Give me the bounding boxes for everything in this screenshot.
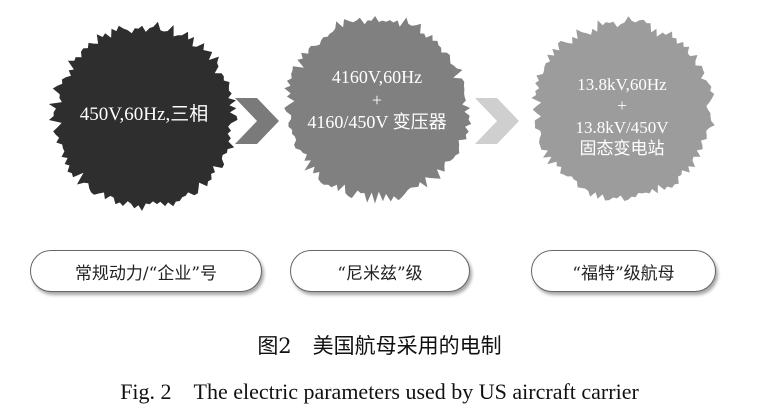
label-nimitz: “尼米兹”级	[290, 250, 470, 292]
blob-line: +	[371, 89, 383, 110]
blob-text-ford: 13.8kV,60Hz + 13.8kV/450V 固态变电站	[522, 74, 722, 159]
blob-conventional	[48, 21, 238, 211]
arrow-shape-1	[235, 98, 279, 144]
blob-text-nimitz: 4160V,60Hz + 4160/450V 变压器	[277, 66, 477, 134]
label-conventional-enterprise: 常规动力/“企业”号	[30, 250, 262, 292]
arrow-2	[475, 98, 519, 144]
label-ford: “福特”级航母	[531, 250, 716, 292]
blob-nimitz	[284, 16, 472, 204]
blob-line: 13.8kV/450V	[575, 117, 669, 137]
blob-text-conventional: 450V,60Hz,三相	[44, 103, 244, 127]
blob-shape-1	[48, 21, 238, 211]
blob-line: +	[617, 96, 627, 116]
blob-line: 4160/450V 变压器	[307, 112, 447, 132]
blob-shape-3	[531, 16, 715, 201]
blob-ford	[531, 16, 715, 201]
blob-line: 13.8kV,60Hz	[577, 75, 667, 94]
caption-english: Fig. 2 The electric parameters used by U…	[120, 379, 639, 404]
blob-line: 450V,60Hz,三相	[79, 104, 209, 125]
caption-chinese: 图2 美国航母采用的电制	[257, 334, 502, 358]
arrow-shape-2	[475, 98, 519, 144]
blob-line: 4160V,60Hz	[331, 67, 423, 87]
arrow-1	[235, 98, 279, 144]
blob-line: 固态变电站	[579, 138, 665, 158]
blob-shape-2	[284, 16, 472, 204]
